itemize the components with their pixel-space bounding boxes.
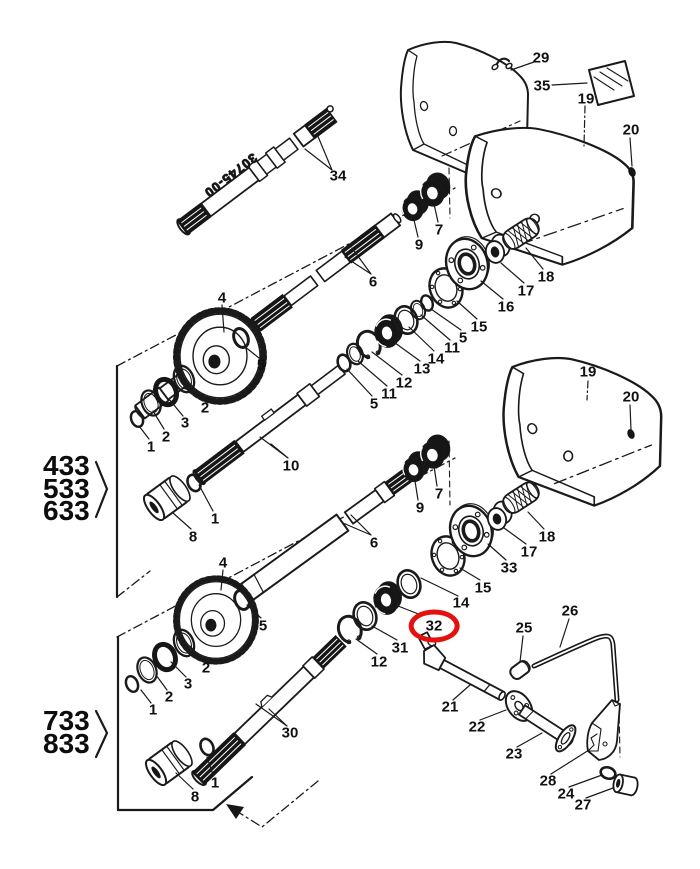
part-callout-32-highlighted: 32 [408, 609, 460, 643]
part-callout-15: 15 [470, 318, 488, 336]
part-callout-2: 2 [164, 688, 174, 706]
reference-arrow-head [226, 804, 244, 819]
part-callout-4: 4 [218, 554, 228, 572]
part-callout-17: 17 [517, 282, 535, 300]
part-callout-5: 5 [369, 395, 379, 413]
part-callout-10: 10 [282, 457, 300, 475]
reference-arrow-line [237, 780, 319, 828]
part-callout-5: 5 [256, 356, 266, 374]
linkage-parts [417, 631, 639, 797]
part-callout-24: 24 [557, 785, 575, 803]
model-label: 533 [43, 472, 90, 504]
part-callout-21: 21 [441, 698, 459, 716]
pin-18-lower [498, 478, 544, 518]
part-callout-19: 19 [577, 90, 595, 108]
model-group-upper: 433 533 633 [43, 450, 90, 526]
part-callout-26: 26 [561, 602, 579, 620]
shaft-30 [191, 635, 347, 787]
part-callout-3: 3 [183, 675, 193, 693]
part-callout-9: 9 [414, 236, 424, 254]
latch-29 [491, 57, 513, 71]
fastener-20-upper [628, 167, 636, 177]
part-callout-22: 22 [468, 718, 486, 736]
flange-33 [442, 497, 502, 563]
part-callout-4: 4 [217, 289, 227, 307]
part-callout-14: 14 [452, 594, 470, 612]
flanged-shaft-23 [518, 704, 577, 753]
model-group-lower: 733 833 [43, 705, 90, 759]
part-callout-28: 28 [539, 772, 557, 790]
part-callout-16: 16 [497, 298, 515, 316]
flange-16 [438, 230, 498, 296]
callout-leader-lines [138, 61, 633, 799]
part-callout-11: 11 [444, 339, 460, 357]
model-label: 633 [43, 495, 90, 526]
bushing-27 [612, 773, 639, 797]
part-callout-33: 33 [500, 559, 518, 577]
part-callout-27: 27 [574, 796, 592, 814]
oring-24 [599, 765, 617, 781]
part-callout-29: 29 [532, 49, 550, 67]
shaft-10 [192, 364, 346, 486]
pto-shaft-34: 30745-00 [176, 105, 338, 236]
part-callout-13: 13 [413, 360, 431, 378]
part-callout-23: 23 [505, 745, 523, 763]
label-plate-35 [588, 60, 635, 106]
part-callout-3: 3 [180, 414, 190, 432]
part-callout-35: 35 [533, 77, 551, 95]
part-callout-7: 7 [434, 485, 444, 503]
model-bracket-upper [94, 460, 109, 519]
part-callout-6: 6 [368, 273, 378, 291]
part-callout-19: 19 [579, 363, 597, 381]
part-callout-15: 15 [474, 579, 492, 597]
part-callout-1: 1 [210, 510, 220, 528]
part-callout-8: 8 [188, 528, 198, 546]
coupling-8-upper [139, 471, 195, 525]
shaft-6-lower [240, 469, 414, 602]
model-label: 733 [43, 705, 90, 736]
oring-1-lower [122, 673, 142, 695]
model-label: 833 [43, 727, 90, 759]
part-callout-2: 2 [201, 659, 211, 677]
part-callout-2: 2 [161, 428, 171, 446]
part-callout-8: 8 [190, 788, 200, 806]
part-callout-9: 9 [415, 499, 425, 517]
lower-assembly [122, 431, 544, 790]
part-callout-30: 30 [281, 724, 299, 742]
upper-assembly [127, 169, 544, 525]
fastener-20-lower [627, 429, 635, 439]
part-callout-12: 12 [370, 653, 388, 671]
rod-26 [531, 633, 620, 703]
part-callout-20: 20 [622, 121, 640, 139]
part-callout-20: 20 [622, 388, 640, 406]
model-bracket-lower [94, 709, 109, 759]
part-callout-31: 31 [391, 639, 409, 657]
part-callout-6: 6 [369, 534, 379, 552]
part-callout-11: 11 [381, 385, 397, 403]
cap-25 [509, 660, 531, 680]
part-callout-1: 1 [146, 438, 156, 456]
part-callout-25: 25 [515, 619, 533, 637]
part-callout-14: 14 [427, 350, 445, 368]
part-callout-34: 34 [329, 167, 347, 185]
part-callout-2: 2 [200, 399, 210, 417]
part-callout-17: 17 [520, 543, 538, 561]
part-callout-18: 18 [537, 268, 555, 286]
coupling-8-lower [141, 736, 197, 790]
part-callout-1: 1 [210, 774, 220, 792]
part-callout-18: 18 [538, 528, 556, 546]
model-label: 433 [43, 450, 90, 481]
part-callout-12: 12 [395, 374, 413, 392]
part-callout-7: 7 [434, 221, 444, 239]
part-callout-5: 5 [458, 329, 468, 347]
part-callout-5: 5 [258, 617, 268, 635]
bracket-28 [586, 699, 621, 761]
part-callout-1: 1 [148, 701, 158, 719]
